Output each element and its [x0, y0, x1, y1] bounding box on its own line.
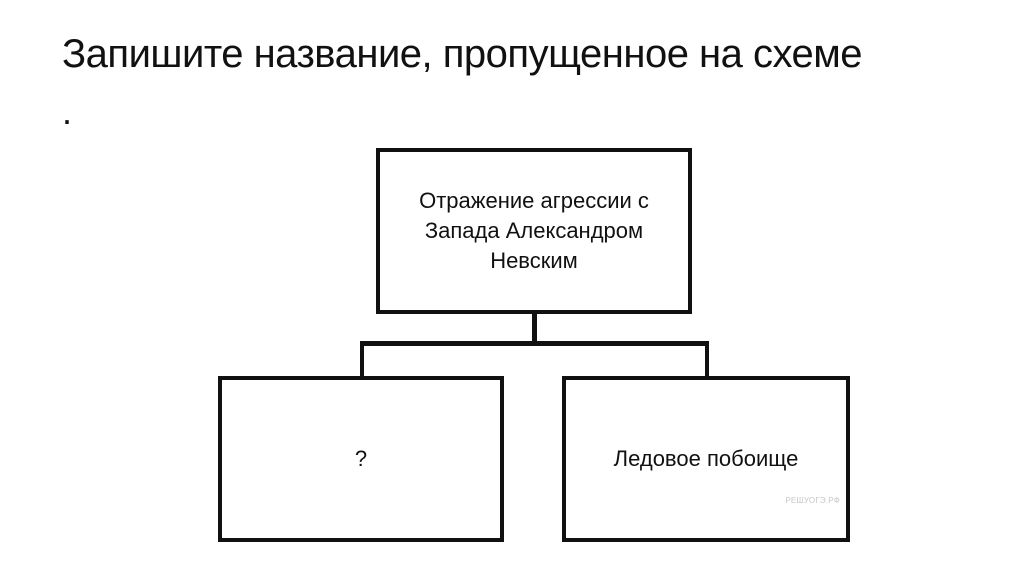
connector-stem — [532, 314, 537, 344]
slide-title: Запишите название, пропущенное на схеме — [62, 32, 863, 76]
left-box-text: ? — [354, 446, 368, 471]
top-box-text: Отражение агрессии с Запада Александром … — [419, 188, 649, 273]
bullet-dot: . — [62, 91, 73, 132]
watermark: РЕШУОГЭ.РФ — [785, 496, 840, 505]
connector-right-drop — [705, 341, 709, 378]
right-box: Ледовое побоище РЕШУОГЭ.РФ — [562, 376, 850, 542]
left-box: ? — [218, 376, 504, 542]
connector-left-drop — [360, 341, 364, 378]
right-box-text: Ледовое побоище — [613, 446, 799, 471]
connector-horizontal — [360, 341, 709, 346]
top-box: Отражение агрессии с Запада Александром … — [376, 148, 692, 314]
